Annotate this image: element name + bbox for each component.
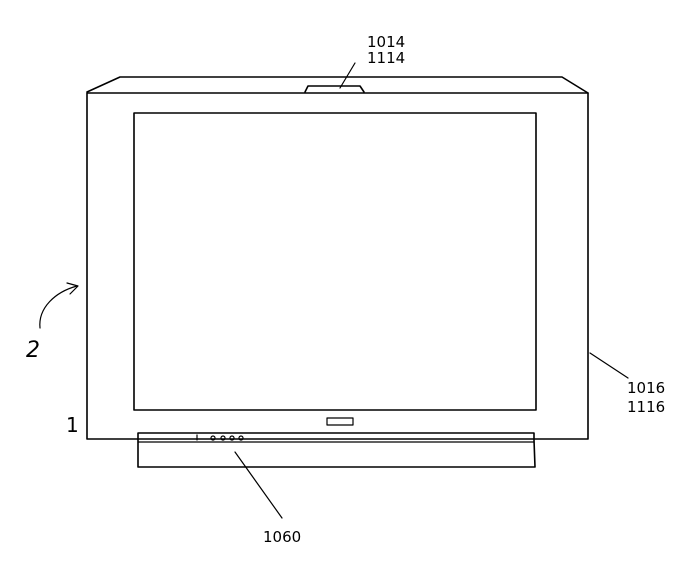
outer-frame: [86, 92, 589, 440]
leader-right: [589, 352, 629, 379]
bottom-bar-frame: [137, 432, 536, 468]
label-one: 1: [66, 413, 79, 437]
label-bottom-1060: 1060: [263, 528, 301, 546]
arrow-curve: [39, 285, 78, 329]
bottom-button: [326, 417, 354, 426]
screen: [133, 112, 537, 411]
bar-control-2: [210, 435, 216, 441]
bar-control-4: [229, 435, 235, 441]
bar-control-3: [220, 435, 226, 441]
label-right-1116: 1116: [627, 398, 665, 416]
bar-controls: [196, 434, 244, 441]
label-two: 2: [26, 338, 40, 363]
leader-top: [339, 62, 356, 89]
bar-control-5: [238, 435, 244, 441]
leader-bottom: [234, 451, 283, 519]
top-tab: [304, 85, 365, 93]
label-top-1014: 1014: [367, 33, 405, 51]
arrow-head: [66, 282, 79, 295]
label-right-1016: 1016: [627, 379, 665, 397]
housing-top-edge: [86, 76, 589, 94]
label-top-1114: 1114: [367, 49, 405, 67]
